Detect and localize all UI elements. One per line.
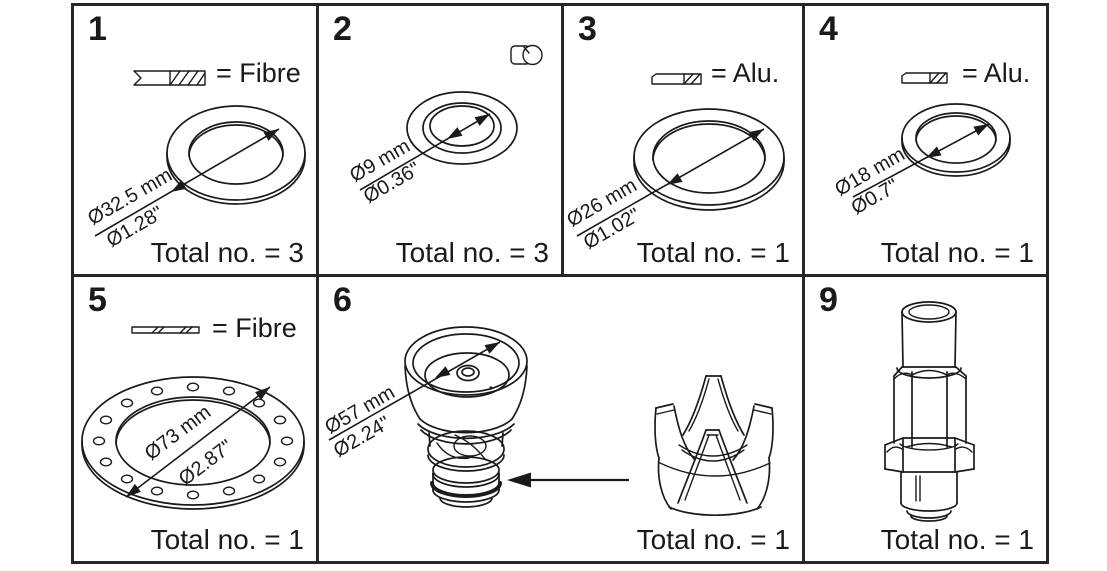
panel-number: 2 [333,10,352,48]
material-legend-label: = Fibre [212,313,297,343]
valve-plug-outline [404,326,528,508]
valve-retainer-outline [654,375,774,517]
panel-part-2: 2 Ø9 mm Ø0.36" Total no. = 3 [319,6,564,277]
alu-washer-small-drawing [852,72,1011,198]
washer-outline [633,108,785,211]
panel-number: 3 [578,10,597,48]
alu-washer-drawing [576,73,785,237]
alu-cross-section-icon [651,73,702,85]
total-count-label: Total no. = 1 [880,524,1034,556]
oring-drawing [359,44,543,191]
valve-assembly-drawing [328,326,774,517]
total-count-label: Total no. = 3 [395,237,549,269]
oring-outline [406,91,518,165]
panel-part-1: 1 = Fibre Ø32.5 mm Ø1.28" Total no. = 3 [74,6,319,277]
panel-number: 9 [819,281,838,319]
parts-grid: 1 = Fibre Ø32.5 mm Ø1.28" Total no. = 3 [71,3,1049,564]
flange-gasket-drawing [81,326,305,510]
material-legend-label: = Alu. [711,58,780,88]
material-legend-label: = Alu. [962,58,1031,88]
thin-fibre-cross-section-icon [131,326,200,334]
panel-part-5: 5 = Fibre Ø73 mm Ø2.87" Total no. = 1 [74,277,319,561]
panel-part-6: 6 Ø57 mm Ø2.24" Total no. = 1 [319,277,805,561]
dimension-arrow [328,341,501,441]
fibre-washer-drawing [94,70,306,237]
dimension-arrow [576,128,765,237]
total-count-label: Total no. = 1 [880,237,1034,269]
total-count-label: Total no. = 1 [636,524,790,556]
panel-part-4: 4 = Alu. Ø18 mm Ø0.7" Total no. = 1 [805,6,1046,277]
dimension-arrow [359,113,491,191]
gasket-outline [81,376,305,510]
panel-part-3: 3 = Alu. Ø26 mm Ø1.02" Total no. = 1 [563,6,805,277]
dimension-arrow [852,123,990,198]
pilot-plug-drawing [884,301,975,522]
panel-number: 1 [88,10,107,48]
bolt-holes [92,382,294,500]
washer-outline [166,105,306,205]
panel-number: 5 [88,281,107,319]
dimension-arrow [94,128,280,237]
alu-cross-section-icon [901,72,948,84]
plug-outline [884,301,975,522]
total-count-label: Total no. = 1 [150,524,304,556]
cylinder-icon [510,44,543,66]
material-legend-label: = Fibre [216,58,301,88]
dimension-arrow [125,386,271,498]
pointer-arrow-icon [507,472,629,488]
total-count-label: Total no. = 3 [150,237,304,269]
panel-number: 4 [819,10,838,48]
panel-part-9: 9 Total no. = 1 [805,277,1046,561]
fibre-cross-section-icon [133,70,206,86]
washer-outline [901,103,1011,177]
total-count-label: Total no. = 1 [636,237,790,269]
panel-number: 6 [333,281,352,319]
